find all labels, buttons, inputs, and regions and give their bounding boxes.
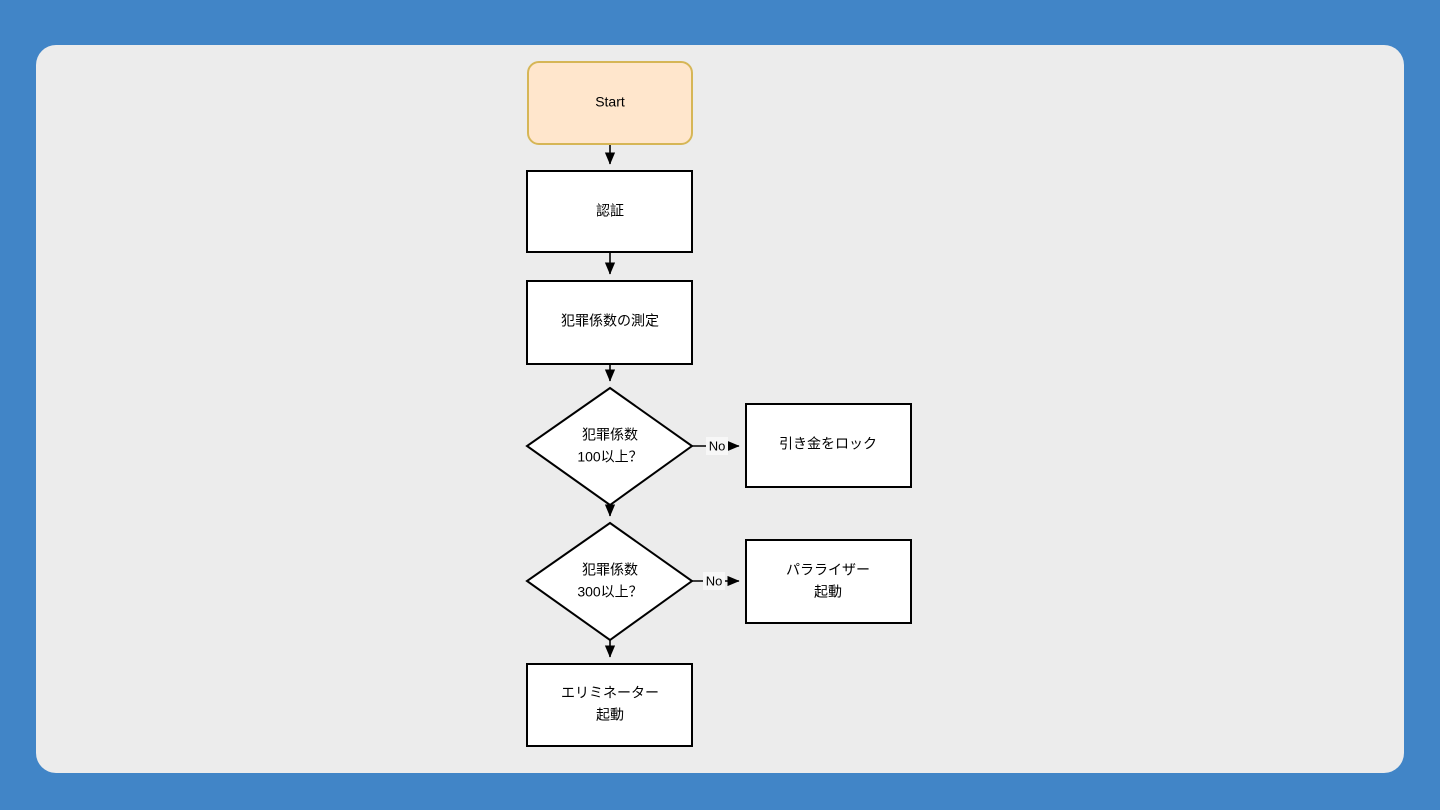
node-decision-300[interactable]: 犯罪係数 300以上？ bbox=[525, 521, 694, 642]
node-decision-100-label-line1: 犯罪係数 bbox=[582, 427, 638, 443]
node-start[interactable]: Start bbox=[527, 61, 693, 145]
diagram-canvas-card bbox=[36, 45, 1404, 773]
edge-label-no-2: No bbox=[706, 573, 723, 588]
node-eliminator-label-line2: 起動 bbox=[596, 707, 624, 723]
node-decision-300-label-line1: 犯罪係数 bbox=[582, 562, 638, 578]
node-eliminator-label-line1: エリミネーター bbox=[561, 685, 659, 701]
node-paralyzer[interactable]: パラライザー 起動 bbox=[745, 539, 912, 624]
node-decision-300-label-line2: 300以上？ bbox=[577, 584, 642, 600]
node-auth[interactable]: 認証 bbox=[526, 170, 693, 253]
node-auth-label: 認証 bbox=[596, 203, 624, 219]
node-decision-100-label-line2: 100以上？ bbox=[577, 449, 642, 465]
node-lock-trigger[interactable]: 引き金をロック bbox=[745, 403, 912, 488]
node-measure-label: 犯罪係数の測定 bbox=[561, 313, 659, 329]
edge-label-no-1: No bbox=[709, 438, 726, 453]
edge-decision100-to-lock: No bbox=[692, 437, 740, 455]
edges-layer: No No bbox=[604, 144, 740, 658]
node-decision-100[interactable]: 犯罪係数 100以上？ bbox=[525, 386, 694, 507]
node-eliminator[interactable]: エリミネーター 起動 bbox=[526, 663, 693, 747]
node-measure[interactable]: 犯罪係数の測定 bbox=[526, 280, 693, 365]
nodes-layer: Start 認証 犯罪係数の測定 犯罪係数 100以上？ 引き金をロック bbox=[525, 61, 912, 747]
edge-decision300-to-paralyzer: No bbox=[692, 572, 740, 590]
node-paralyzer-label-line2: 起動 bbox=[814, 584, 842, 600]
node-lock-trigger-label: 引き金をロック bbox=[779, 436, 877, 452]
node-paralyzer-label-line1: パラライザー bbox=[786, 562, 870, 578]
node-start-label: Start bbox=[595, 94, 625, 110]
